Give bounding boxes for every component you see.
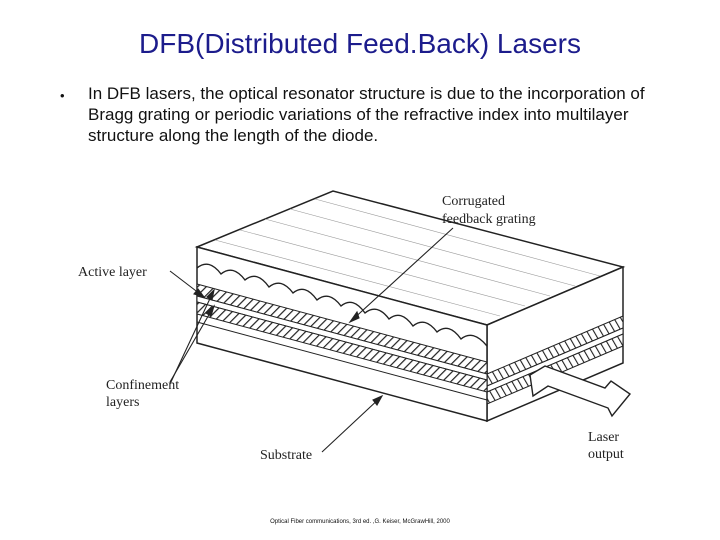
label-confinement-line2: layers xyxy=(106,395,139,410)
label-laser-line1: Laser xyxy=(588,430,619,445)
bullet-marker: • xyxy=(60,88,65,103)
label-substrate: Substrate xyxy=(260,448,312,463)
label-confinement-line1: Confinement xyxy=(106,378,179,393)
confinement-layer-lower xyxy=(196,301,488,393)
label-corrugated-line1: Corrugated xyxy=(442,194,505,209)
label-laser-line2: output xyxy=(588,447,624,462)
slide-title: DFB(Distributed Feed.Back) Lasers xyxy=(139,28,581,59)
citation: Optical Fiber communications, 3rd ed. ,G… xyxy=(270,519,450,525)
label-corrugated-line2: feedback grating xyxy=(442,212,536,227)
pointer-lines xyxy=(169,227,454,453)
substrate-boundary xyxy=(196,321,488,401)
laser-output-arrow xyxy=(529,365,632,418)
bullet-text: In DFB lasers, the optical resonator str… xyxy=(88,84,645,145)
corrugated-grating xyxy=(196,263,488,347)
label-active-layer: Active layer xyxy=(78,265,147,280)
top-face-shading xyxy=(214,198,601,317)
